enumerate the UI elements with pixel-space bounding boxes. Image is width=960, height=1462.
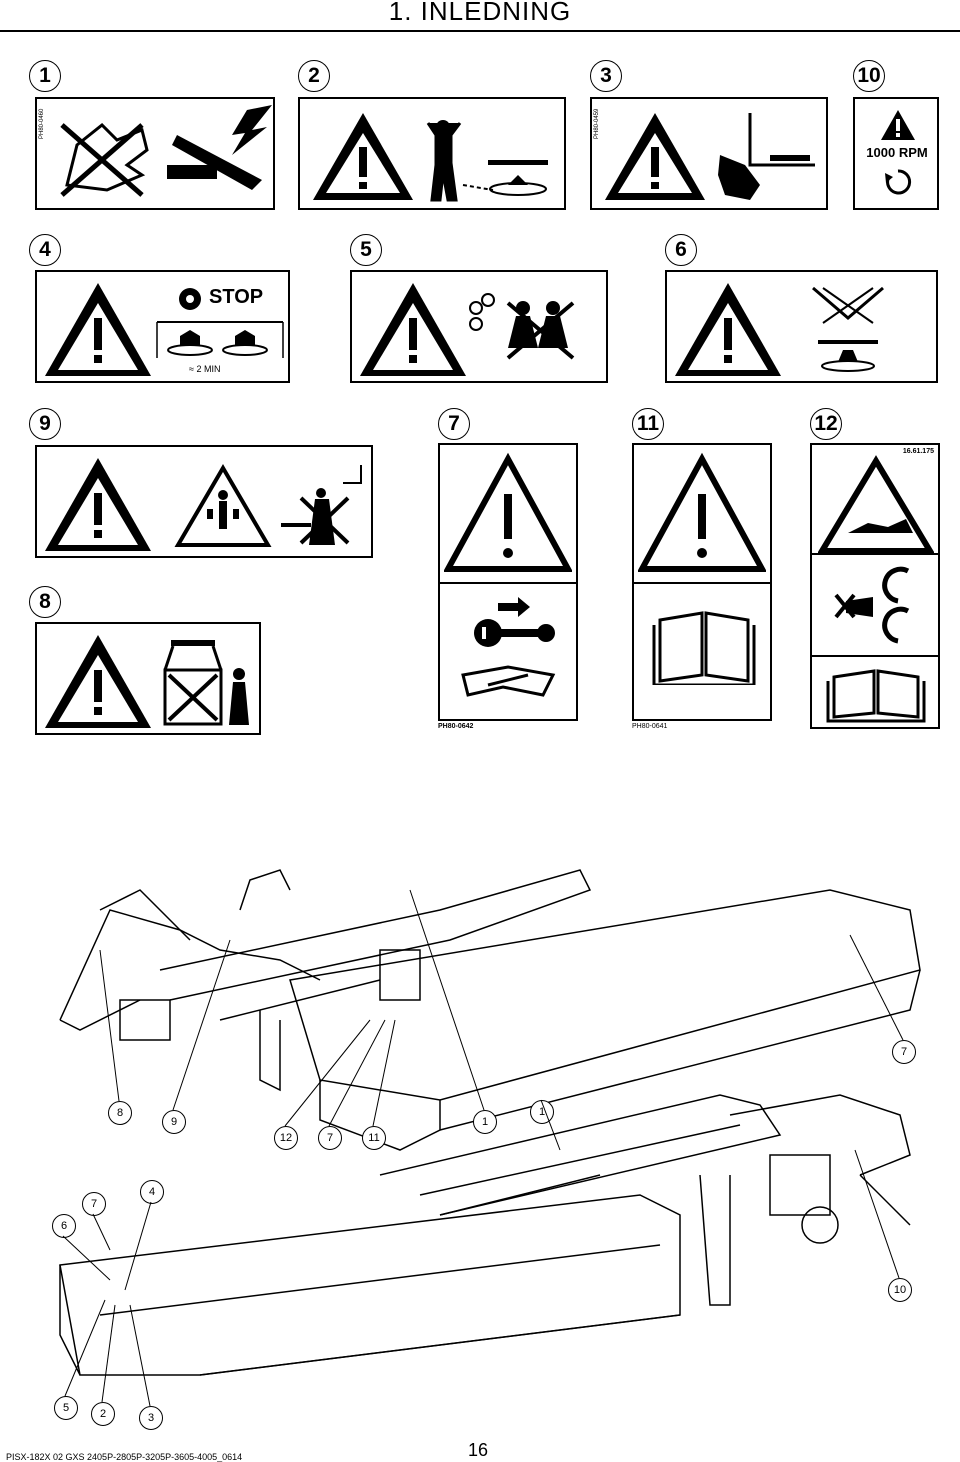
- callout-top-3: 7: [318, 1126, 342, 1150]
- title-divider: [0, 30, 960, 32]
- hand-crush-icon: [60, 105, 272, 197]
- callout-bottom-1: 7: [82, 1192, 106, 1216]
- decal-number-5: 5: [350, 234, 382, 266]
- decal-3-foot-crush: PH80-0459: [590, 97, 828, 210]
- decal-number-9: 9: [29, 408, 61, 440]
- warning-triangle-icon: [444, 452, 572, 572]
- wait-time-value: 2 MIN: [196, 364, 221, 374]
- warning-triangle-icon: [313, 113, 548, 202]
- callout-top-5: 1: [473, 1110, 497, 1134]
- decal-12-divider-2: [812, 655, 938, 657]
- callout-top-0: 8: [108, 1101, 132, 1125]
- warning-triangle-icon: [605, 113, 815, 200]
- decal-number-3: 3: [590, 60, 622, 92]
- decal-12-divider-1: [812, 553, 938, 555]
- rpm-label: 1000 RPM: [866, 145, 928, 160]
- decal-7-divider: [440, 582, 576, 584]
- decal-number-10: 10: [853, 60, 885, 92]
- callout-top-7: 7: [892, 1040, 916, 1064]
- warning-triangle-icon: [638, 452, 766, 572]
- mower-illustration-bottom: [59, 1094, 911, 1376]
- decal-number-2: 2: [298, 60, 330, 92]
- callout-top-4: 11: [362, 1126, 386, 1150]
- decal-4-stop: STOP ≈ 2 MIN: [35, 270, 290, 383]
- footer-reference: PISX-182X 02 GXS 2405P-2805P-3205P-3605-…: [6, 1452, 243, 1462]
- callout-bottom-6: 3: [139, 1406, 163, 1430]
- decal-10-rpm: 1000 RPM: [853, 97, 939, 210]
- decal-number-6: 6: [665, 234, 697, 266]
- decal-2-ejected-objects: [298, 97, 566, 210]
- page-number: 16: [468, 1440, 489, 1460]
- callout-bottom-2: 4: [140, 1180, 164, 1204]
- callout-bottom-0: 6: [52, 1214, 76, 1238]
- callout-bottom-5: 2: [91, 1402, 115, 1426]
- manual-book-icon: [826, 669, 926, 723]
- gear-icon: [179, 288, 201, 310]
- decal-number-7: 7: [438, 408, 470, 440]
- decal-number-11: 11: [632, 408, 664, 440]
- decal-9-stay-clear: [35, 445, 373, 558]
- decal-6-folding: [665, 270, 938, 383]
- warning-triangle-icon: [360, 283, 575, 376]
- page-title: 1. INLEDNING: [388, 0, 572, 26]
- callout-bottom-4: 5: [54, 1396, 78, 1420]
- decal-8-lifting: [35, 622, 261, 735]
- decal-number-12: 12: [810, 408, 842, 440]
- decal-7-read-manual: [438, 443, 578, 721]
- callout-bottom-3: 10: [888, 1278, 912, 1302]
- warning-triangle-icon: [675, 283, 884, 376]
- decal-5-keep-children-away: [350, 270, 608, 383]
- rotation-arrow-icon: [885, 169, 912, 195]
- warning-triangle-icon: [45, 283, 151, 376]
- decal-12-run-over: 16.61.175: [810, 443, 940, 729]
- warning-triangle-icon: [45, 458, 362, 551]
- decal-11-divider: [634, 582, 770, 584]
- decal-1-code: PH80-0460: [39, 108, 45, 139]
- decal-11-code: PH80-0641: [632, 723, 668, 730]
- rotating-parts-icon: [834, 566, 910, 644]
- warning-triangle-icon: [818, 455, 934, 554]
- decal-12-code: 16.61.175: [902, 448, 934, 455]
- wait-time-label: ≈ 2 MIN: [189, 364, 221, 374]
- decal-number-4: 4: [29, 234, 61, 266]
- stop-label: STOP: [209, 286, 264, 308]
- manual-book-icon: [652, 611, 756, 685]
- key-and-manual-icon: [461, 597, 556, 697]
- decal-1-hand-crush: PH80-0460: [35, 97, 275, 210]
- decal-11-read-manual: [632, 443, 772, 721]
- decal-number-1: 1: [29, 60, 61, 92]
- callout-top-2: 12: [274, 1126, 298, 1150]
- mower-discs-icon: [156, 321, 284, 358]
- warning-triangle-icon: [45, 635, 249, 728]
- warning-triangle-icon: [881, 110, 915, 140]
- decal-number-8: 8: [29, 586, 61, 618]
- decal-7-code: PH80-0642: [438, 723, 474, 730]
- callout-top-1: 9: [162, 1110, 186, 1134]
